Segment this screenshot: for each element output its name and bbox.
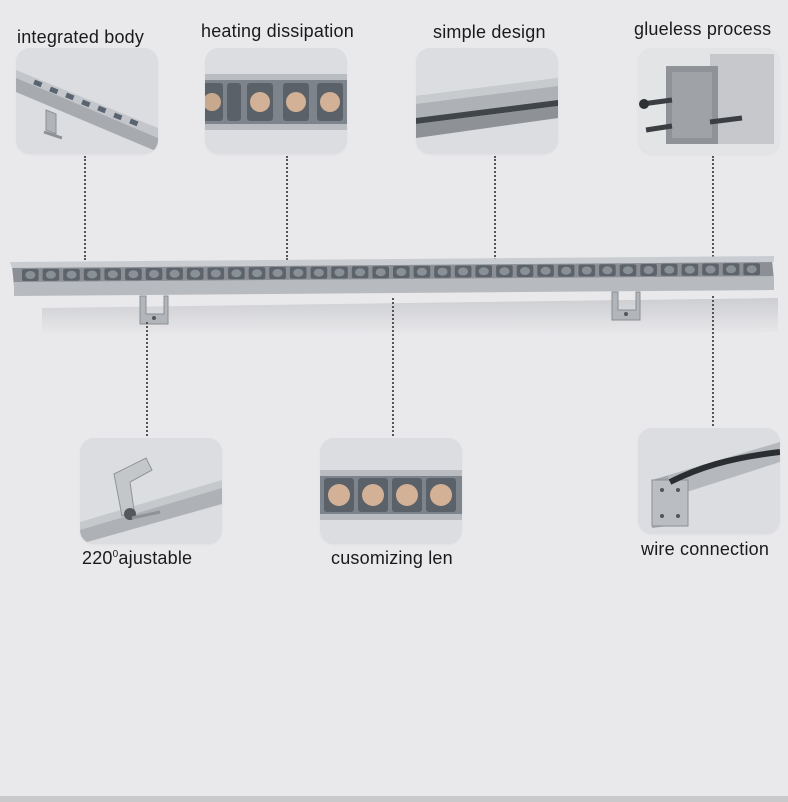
led-lens [726, 265, 737, 274]
connector-heating-dissipation [286, 156, 288, 260]
led-lens [169, 269, 180, 278]
adjustable-bracket-image [80, 438, 222, 544]
led-lens [643, 266, 654, 274]
led-lens [87, 270, 98, 279]
led-lens [561, 266, 572, 275]
connector-glueless-process [712, 156, 714, 260]
led-lens [252, 269, 262, 278]
customizing-lens-image [320, 438, 462, 544]
led-lens [458, 267, 469, 276]
led-lens [664, 265, 675, 274]
led-lens [149, 270, 159, 278]
led-lens [705, 265, 716, 274]
label-customizing-len: cusomizing len [331, 548, 453, 568]
led-lens [499, 267, 510, 276]
led-lens [416, 267, 427, 276]
glueless-process-image [638, 48, 780, 154]
label-adjustable: 2200ajustable [82, 548, 192, 569]
led-lens [746, 265, 757, 274]
led-lens [437, 267, 448, 276]
led-lens [684, 265, 695, 274]
led-lens [334, 268, 345, 277]
led-lens [231, 269, 242, 278]
adjustable-text: ajustable [118, 548, 193, 568]
led-lens [478, 267, 489, 276]
led-lens [581, 266, 592, 275]
led-lens [66, 270, 77, 279]
led-lens [520, 267, 530, 275]
label-heating-dissipation: heating dissipation [201, 21, 354, 41]
led-lens [313, 268, 324, 277]
label-integrated-body: integrated body [17, 27, 145, 47]
connector-simple-design [494, 156, 496, 260]
connector-integrated-body [84, 156, 86, 260]
led-lens [375, 268, 386, 277]
adjustable-number: 220 [82, 548, 113, 568]
led-lens [272, 269, 283, 277]
led-lens [540, 266, 551, 275]
led-lens [25, 271, 36, 279]
heating-dissipation-image [205, 48, 347, 154]
led-lens [623, 266, 633, 275]
integrated-body-image [16, 48, 158, 154]
led-wall-washer-fixture [8, 252, 778, 342]
led-lens [210, 269, 221, 278]
led-lens [293, 268, 304, 277]
adjustable-degree: 0 [112, 549, 119, 560]
led-lens [45, 270, 56, 279]
wire-connection-image [638, 428, 780, 534]
simple-design-image [416, 48, 558, 154]
connector-wire-connection [712, 296, 714, 426]
connector-adjustable [146, 322, 148, 436]
label-wire-connection: wire connection [641, 539, 770, 559]
led-lens [396, 268, 407, 276]
bottom-divider [0, 796, 788, 802]
connector-customizing-len [392, 298, 394, 436]
led-lens [355, 268, 366, 277]
label-simple-design: simple design [433, 22, 546, 42]
led-lens [602, 266, 613, 275]
led-lens [128, 270, 139, 279]
led-lens [107, 270, 118, 279]
label-glueless-process: glueless process [634, 19, 772, 39]
led-lens [190, 269, 201, 278]
